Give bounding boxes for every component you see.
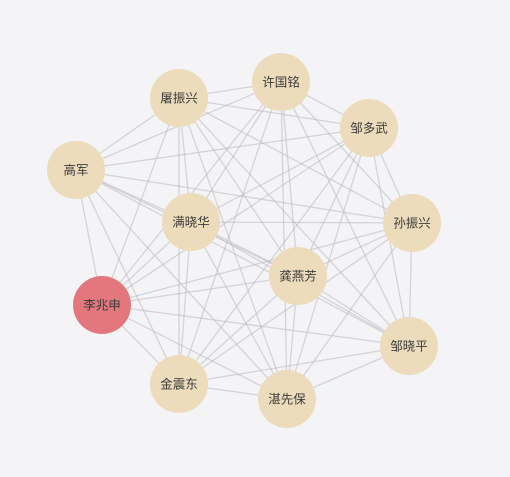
edge-gao-jin [75,169,180,385]
node-circle [150,355,208,413]
edge-zou-man [190,127,370,223]
node-label: 李兆申 [83,298,121,313]
node-man[interactable]: 满晓华 [162,193,220,251]
node-li[interactable]: 李兆申 [73,276,131,334]
node-circle [380,317,438,375]
edge-gong-li [101,275,299,306]
edge-tu-zou [178,97,370,129]
node-zhan[interactable]: 湛先保 [258,370,316,428]
node-circle [258,370,316,428]
node-circle [47,141,105,199]
edge-tu-sun [178,97,413,224]
edge-xu-zouxp [280,81,410,347]
node-circle [269,247,327,305]
edge-sun-li [101,222,413,306]
edge-gao-zouxp [75,169,410,347]
node-gong[interactable]: 龚燕芳 [269,247,327,305]
node-zou[interactable]: 邹多武 [340,99,398,157]
edge-zou-li [101,127,370,306]
edge-man-sun [190,221,413,224]
node-jin[interactable]: 金震东 [150,355,208,413]
node-label: 满晓华 [172,215,210,230]
edge-xu-gong [280,81,299,277]
edge-man-zhan [190,221,288,400]
node-circle [383,194,441,252]
node-sun[interactable]: 孙振兴 [383,194,441,252]
edge-xu-zhan [280,81,288,400]
edge-xu-jin [178,81,282,385]
edge-xu-sun [280,81,413,224]
node-label: 邹多武 [350,121,388,136]
node-tu[interactable]: 屠振兴 [150,69,208,127]
node-gao[interactable]: 高军 [47,141,105,199]
node-circle [73,276,131,334]
node-xu[interactable]: 许国铭 [252,53,310,111]
edge-zouxp-jin [178,345,410,385]
edge-li-zhan [101,304,288,400]
node-label: 龚燕芳 [279,269,317,284]
node-label: 金震东 [160,377,198,392]
node-circle [162,193,220,251]
edge-zou-zhan [286,127,370,400]
node-zouxp[interactable]: 邹晓平 [380,317,438,375]
node-circle [340,99,398,157]
node-label: 许国铭 [262,75,300,90]
edge-sun-zhan [286,222,413,400]
edge-zou-jin [178,127,370,385]
edge-li-zouxp [101,304,410,347]
node-label: 孙振兴 [393,216,431,231]
node-circle [150,69,208,127]
node-label: 高军 [63,163,88,178]
edge-tu-zhan [178,97,288,400]
edge-zou-gao [75,127,370,171]
node-circle [252,53,310,111]
edge-gao-sun [75,169,413,224]
edge-tu-gong [178,97,299,277]
node-label: 湛先保 [268,392,306,407]
node-label: 屠振兴 [160,91,198,106]
node-label: 邹晓平 [390,339,428,354]
